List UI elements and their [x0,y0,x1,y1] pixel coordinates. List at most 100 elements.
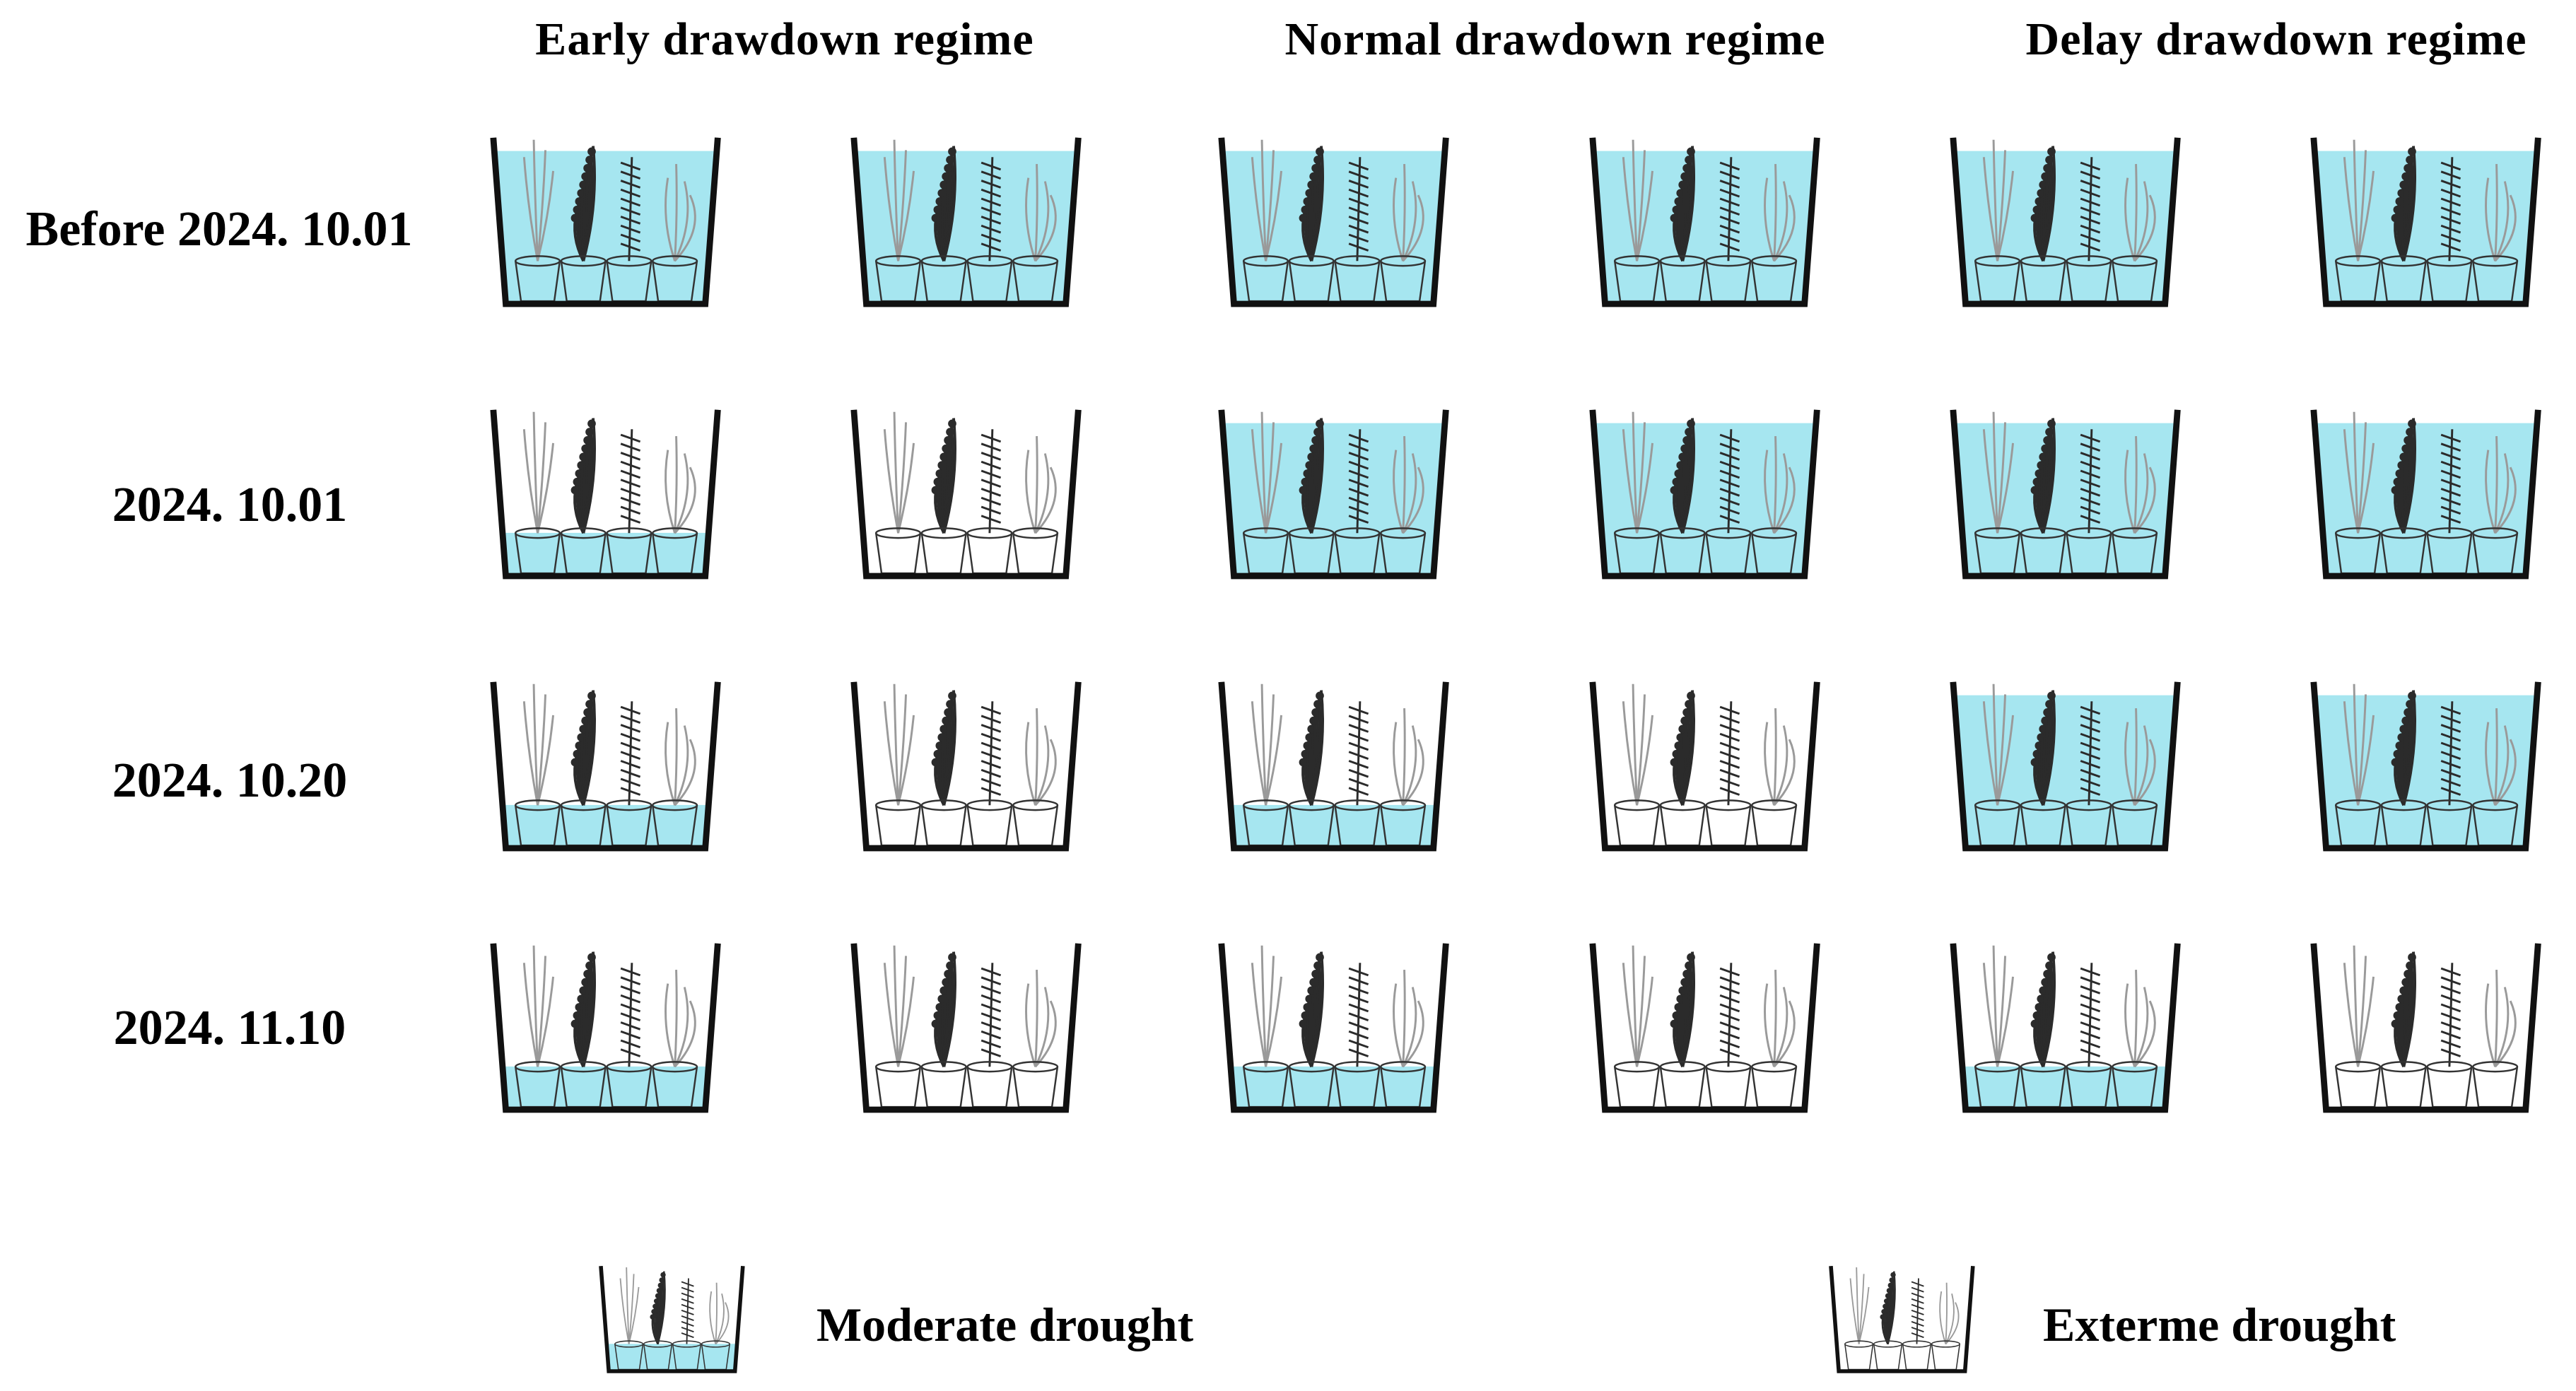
pot-row [1613,799,1798,847]
plant-group [883,945,1057,1068]
plant-group [1982,683,2156,806]
tank-r2-c4 [1587,403,1822,583]
water-fill [2314,151,2537,304]
tank-wall [1589,137,1820,307]
tank-illustration [2310,137,2541,307]
tank-r4-c3 [1216,937,1451,1117]
tank-illustration [1218,137,1449,307]
tank-illustration [1950,681,2181,852]
tank-illustration [1218,409,1449,580]
plant-group [1251,683,1424,806]
tank-r4-c6 [2308,937,2543,1117]
tank-wall [490,137,721,307]
tank-wall [1950,137,2181,307]
plant-group [2343,683,2517,806]
tank-illustration [1589,943,1820,1113]
plant-group [1251,139,1424,262]
tank-illustration [490,409,721,580]
pot-row [2334,1061,2519,1108]
tank-illustration [599,1265,745,1373]
tank-illustration [850,943,1082,1113]
tank-wall [1589,681,1820,852]
water-fill [855,151,1077,304]
column-header-normal: Normal drawdown regime [1284,13,1826,65]
tank-wall [599,1265,745,1373]
pot-row [874,799,1059,847]
tank-wall [1829,1265,1975,1373]
legend-extreme-tank [1827,1262,1977,1375]
plant-group [1251,945,1424,1068]
water-fill [2314,695,2537,848]
tank-r1-c4 [1587,131,1822,311]
water-fill [1222,423,1445,576]
plant-group [1622,411,1796,534]
tank-illustration [850,681,1082,852]
column-header-early: Early drawdown regime [535,13,1034,65]
row-label-before: Before 2024. 10.01 [25,202,413,257]
tank-r3-c1 [488,675,723,855]
legend-extreme-label: Exterme drought [2043,1298,2396,1351]
tank-illustration [490,137,721,307]
tank-illustration [1218,943,1449,1113]
tank-illustration [1950,943,2181,1113]
water-fill [1954,423,2177,576]
tank-r1-c5 [1948,131,2183,311]
tank-wall [850,409,1082,580]
tank-r1-c6 [2308,131,2543,311]
tank-illustration [490,943,721,1113]
tank-illustration [1950,137,2181,307]
plant-group [1849,1267,1960,1345]
tank-r1-c1 [488,131,723,311]
plant-group [1982,945,2156,1068]
plant-group [522,945,696,1068]
tank-r2-c5 [1948,403,2183,583]
tank-wall [1218,409,1449,580]
tank-illustration [1589,409,1820,580]
plant-group [1622,945,1796,1068]
tank-illustration [1829,1265,1975,1373]
tank-r3-c3 [1216,675,1451,855]
tank-illustration [1218,681,1449,852]
water-fill [2314,423,2537,576]
tank-wall [2310,943,2541,1113]
plant-group [883,411,1057,534]
plant-group [1982,411,2156,534]
plant-group [522,411,696,534]
tank-r4-c4 [1587,937,1822,1117]
tank-illustration [490,681,721,852]
plant-group [2343,945,2517,1068]
legend-moderate-tank [597,1262,747,1375]
tank-r2-c3 [1216,403,1451,583]
row-label-1110: 2024. 11.10 [113,1001,346,1055]
water-fill [1222,151,1445,304]
tank-wall [2310,409,2541,580]
water-fill [1593,423,1816,576]
tank-r4-c1 [488,937,723,1117]
tank-illustration [1950,409,2181,580]
tank-wall [2310,137,2541,307]
row-label-1001: 2024. 10.01 [112,478,348,532]
tank-wall [1950,409,2181,580]
water-fill [494,151,717,304]
pot-row [874,1061,1059,1108]
tank-wall [490,943,721,1113]
tank-illustration [850,409,1082,580]
legend-moderate-label: Moderate drought [816,1298,1194,1351]
tank-illustration [1589,137,1820,307]
pot-row [1613,1061,1798,1108]
tank-r2-c6 [2308,403,2543,583]
plant-group [522,683,696,806]
tank-wall [2310,681,2541,852]
tank-wall [850,137,1082,307]
pot-row [614,1340,731,1371]
column-header-delay: Delay drawdown regime [2025,13,2527,65]
tank-illustration [1589,681,1820,852]
tank-wall [1589,943,1820,1113]
tank-wall [1218,137,1449,307]
plant-group [522,139,696,262]
tank-wall [850,943,1082,1113]
pot-row [874,527,1059,575]
tank-r3-c2 [848,675,1084,855]
tank-illustration [850,137,1082,307]
tank-r3-c6 [2308,675,2543,855]
